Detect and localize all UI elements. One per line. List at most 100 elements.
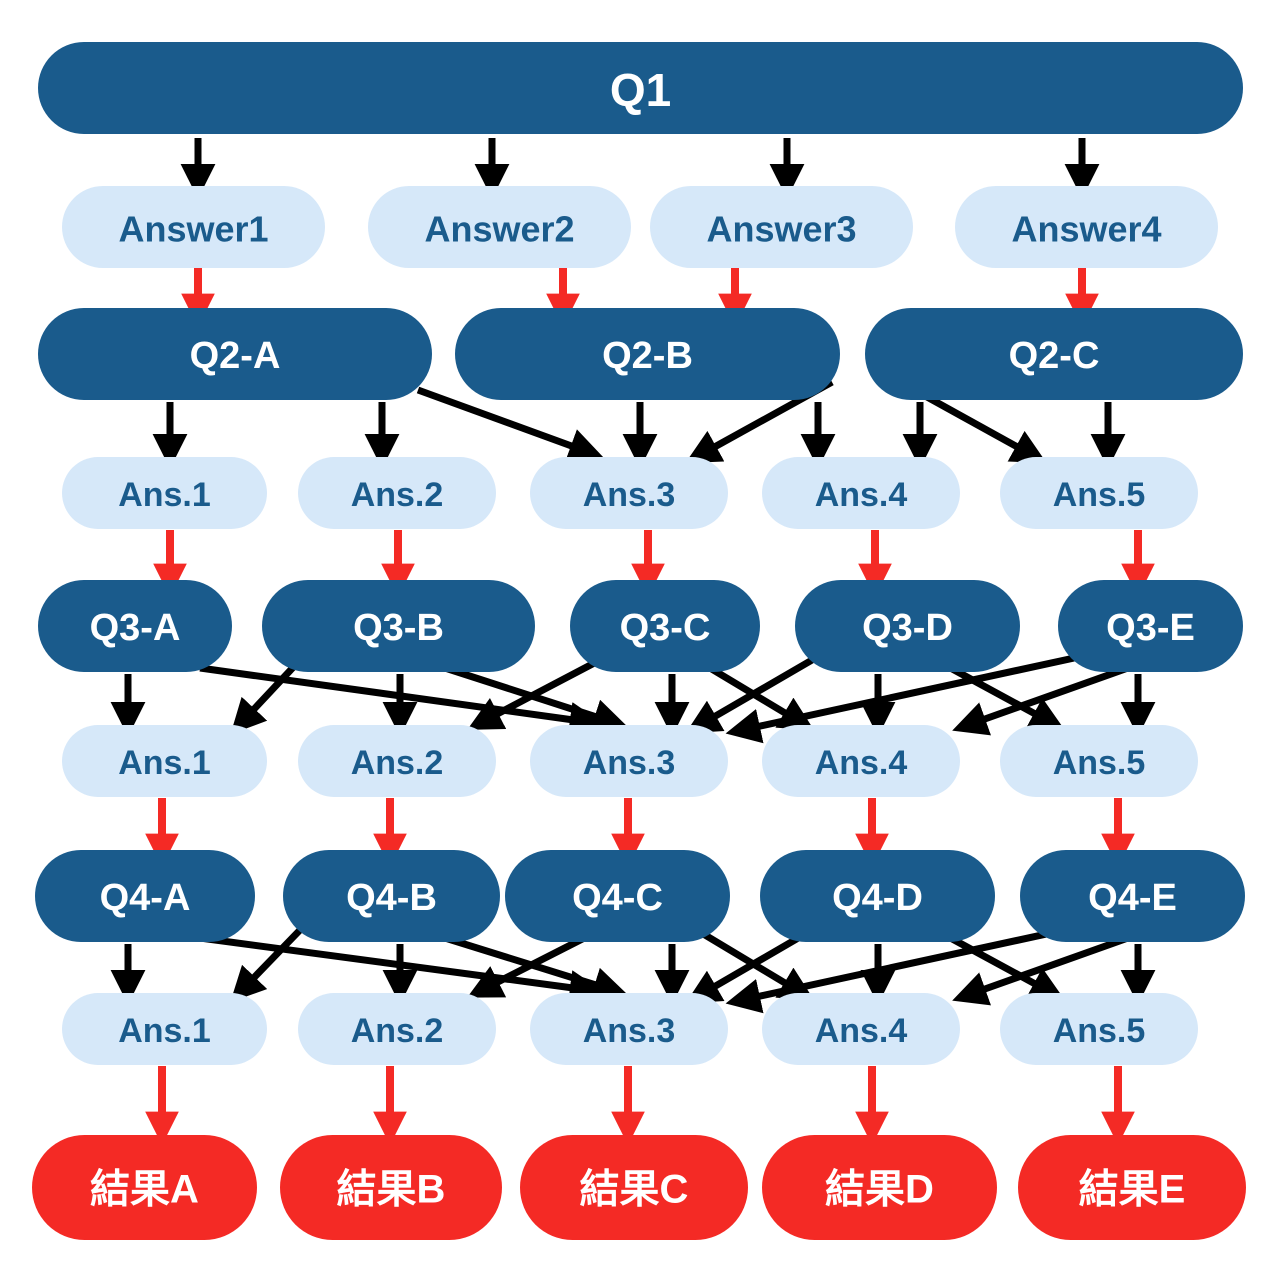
node-shape-answer1[interactable] (62, 186, 325, 268)
node-shape-a3n4[interactable] (762, 725, 960, 797)
node-shape-a4n1[interactable] (62, 993, 267, 1065)
node-shape-answer2[interactable] (368, 186, 631, 268)
node-q4c[interactable]: Q4-C (505, 850, 730, 942)
node-shape-q4a[interactable] (35, 850, 255, 942)
node-shape-q4e[interactable] (1020, 850, 1245, 942)
edge-q4d-to-a4n3 (685, 926, 814, 1004)
red-edges-group (145, 268, 1155, 1146)
node-a2n2[interactable]: Ans.2 (298, 457, 496, 529)
edge-q4d-to-a4n5 (943, 931, 1065, 1001)
node-shape-result-c[interactable] (520, 1135, 748, 1240)
node-a2n1[interactable]: Ans.1 (62, 457, 267, 529)
node-shape-a2n5[interactable] (1000, 457, 1198, 529)
node-answer2[interactable]: Answer2 (368, 186, 631, 268)
node-a2n5[interactable]: Ans.5 (1000, 457, 1198, 529)
node-shape-a2n2[interactable] (298, 457, 496, 529)
node-q4d[interactable]: Q4-D (760, 850, 995, 942)
node-a2n3[interactable]: Ans.3 (530, 457, 728, 529)
node-result-b[interactable]: 結果B (280, 1135, 502, 1240)
node-result-d[interactable]: 結果D (762, 1135, 997, 1240)
row-ans-3: Ans.1 Ans.2 Ans.3 Ans.4 Ans.5 (62, 725, 1198, 797)
node-shape-q4b[interactable] (283, 850, 500, 942)
node-q2a[interactable]: Q2-A (38, 308, 432, 400)
node-q3e[interactable]: Q3-E (1058, 580, 1243, 672)
edge-q3a-to-a3n3 (199, 664, 605, 737)
node-a4n3[interactable]: Ans.3 (530, 993, 728, 1065)
node-result-e[interactable]: 結果E (1018, 1135, 1246, 1240)
edge-q2a-to-a2n3 (416, 386, 604, 463)
edge-q4e-to-a4n4 (952, 934, 1130, 1006)
node-result-c[interactable]: 結果C (520, 1135, 748, 1240)
node-shape-a4n3[interactable] (530, 993, 728, 1065)
node-shape-a2n4[interactable] (762, 457, 960, 529)
node-q2c[interactable]: Q2-C (865, 308, 1243, 400)
node-shape-q4c[interactable] (505, 850, 730, 942)
node-shape-q1[interactable] (38, 42, 1243, 134)
node-a3n3[interactable]: Ans.3 (530, 725, 728, 797)
node-q4e[interactable]: Q4-E (1020, 850, 1245, 942)
node-a3n2[interactable]: Ans.2 (298, 725, 496, 797)
node-shape-q3a[interactable] (38, 580, 232, 672)
node-a3n4[interactable]: Ans.4 (762, 725, 960, 797)
node-q3c[interactable]: Q3-C (570, 580, 760, 672)
node-shape-q4d[interactable] (760, 850, 995, 942)
node-shape-q3c[interactable] (570, 580, 760, 672)
edge-q4e-to-a4n3 (725, 921, 1089, 1014)
node-shape-a3n2[interactable] (298, 725, 496, 797)
edge-q4a-to-a4n3 (199, 934, 605, 1005)
node-shape-result-b[interactable] (280, 1135, 502, 1240)
node-shape-q2b[interactable] (455, 308, 840, 400)
node-shape-a2n3[interactable] (530, 457, 728, 529)
node-a3n1[interactable]: Ans.1 (62, 725, 267, 797)
node-shape-a4n2[interactable] (298, 993, 496, 1065)
node-shape-q3e[interactable] (1058, 580, 1243, 672)
edge-q4b-to-a4n1 (230, 927, 303, 1003)
edge-q3d-to-a3n3 (685, 656, 814, 734)
edge-q3d-to-a3n5 (943, 661, 1065, 731)
node-shape-a2n1[interactable] (62, 457, 267, 529)
edge-q3c-to-a3n2 (467, 656, 602, 730)
edge-q3e-to-a3n3 (725, 651, 1089, 744)
node-shape-a3n1[interactable] (62, 725, 267, 797)
node-q3a[interactable]: Q3-A (38, 580, 232, 672)
node-answer1[interactable]: Answer1 (62, 186, 325, 268)
node-a2n4[interactable]: Ans.4 (762, 457, 960, 529)
edge-q3e-to-a3n4 (952, 664, 1130, 736)
node-shape-answer3[interactable] (650, 186, 913, 268)
node-shape-result-a[interactable] (32, 1135, 257, 1240)
node-q4b[interactable]: Q4-B (283, 850, 500, 942)
row-q1: Q1 (38, 42, 1243, 134)
node-answer3[interactable]: Answer3 (650, 186, 913, 268)
node-shape-a3n3[interactable] (530, 725, 728, 797)
node-q1[interactable]: Q1 (38, 42, 1243, 134)
node-shape-q2a[interactable] (38, 308, 432, 400)
node-shape-a4n5[interactable] (1000, 993, 1198, 1065)
node-shape-result-d[interactable] (762, 1135, 997, 1240)
node-result-a[interactable]: 結果A (32, 1135, 257, 1240)
node-shape-a3n5[interactable] (1000, 725, 1198, 797)
node-q4a[interactable]: Q4-A (35, 850, 255, 942)
node-shape-answer4[interactable] (955, 186, 1218, 268)
node-a4n2[interactable]: Ans.2 (298, 993, 496, 1065)
node-shape-q2c[interactable] (865, 308, 1243, 400)
node-shape-q3b[interactable] (262, 580, 535, 672)
node-a3n5[interactable]: Ans.5 (1000, 725, 1198, 797)
node-a4n4[interactable]: Ans.4 (762, 993, 960, 1065)
node-a4n1[interactable]: Ans.1 (62, 993, 267, 1065)
node-q3b[interactable]: Q3-B (262, 580, 535, 672)
node-shape-q3d[interactable] (795, 580, 1020, 672)
node-a4n5[interactable]: Ans.5 (1000, 993, 1198, 1065)
node-q3d[interactable]: Q3-D (795, 580, 1020, 672)
node-answer4[interactable]: Answer4 (955, 186, 1218, 268)
row-ans-2: Ans.1 Ans.2 Ans.3 Ans.4 Ans.5 (62, 457, 1198, 529)
node-shape-result-e[interactable] (1018, 1135, 1246, 1240)
node-q2b[interactable]: Q2-B (455, 308, 840, 400)
node-shape-a4n4[interactable] (762, 993, 960, 1065)
